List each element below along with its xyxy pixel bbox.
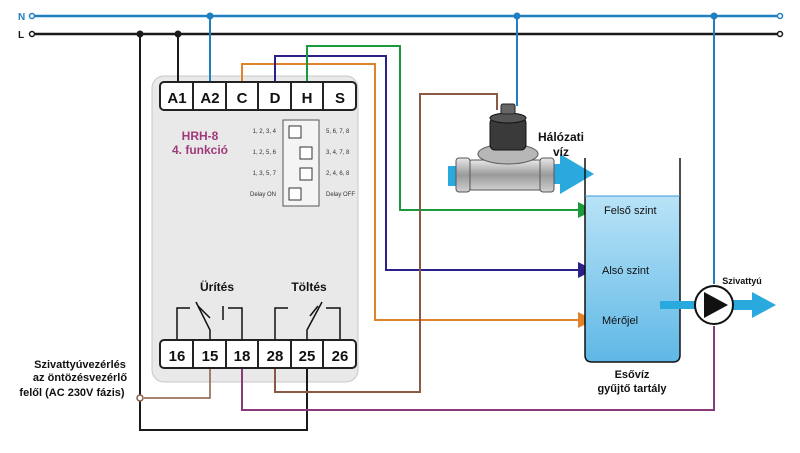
water-outlet-arrow: [548, 154, 594, 194]
terminal-26[interactable]: 26: [332, 348, 349, 365]
relay-filling-label: Töltés: [291, 280, 327, 294]
dip-right-4: Delay OFF: [326, 192, 355, 198]
terminal-c[interactable]: C: [237, 82, 259, 110]
tank-caption-line1: Esővíz: [615, 369, 650, 381]
dip-left-2: 1, 2, 5, 6: [253, 150, 277, 156]
dip-left-4: Delay ON: [250, 192, 276, 198]
dip-right-3: 2, 4, 6, 8: [326, 171, 350, 177]
line-bus: L: [18, 30, 784, 41]
wire-pump-18: [241, 326, 715, 411]
relay-device-body: [151, 75, 359, 383]
dip-switch-2[interactable]: [299, 146, 313, 160]
valve-label-line2: víz: [553, 145, 569, 159]
wire-controller-15: [144, 368, 211, 399]
relay-emptying-contact: [176, 301, 243, 340]
pump-outlet-arrow: [732, 292, 776, 318]
dip-switch-3[interactable]: [299, 167, 313, 181]
terminal-a2[interactable]: A2: [200, 82, 227, 110]
dip-right-2: 3, 4, 7, 8: [326, 150, 350, 156]
device-function: 4. funkció: [172, 143, 228, 157]
pump-label: Szivattyú: [722, 276, 762, 286]
controller-note-line3: felől (AC 230V fázis): [19, 387, 124, 399]
terminal-25[interactable]: 25: [299, 348, 316, 365]
terminal-a1[interactable]: A1: [167, 82, 194, 110]
device-model: HRH-8: [182, 129, 219, 143]
dip-right-1: 5, 6, 7, 8: [326, 129, 350, 135]
controller-note-line2: az öntözésvezérlő: [33, 372, 127, 384]
bottom-terminal-block: 16 15 18 28 25 26: [159, 339, 357, 369]
terminal-s[interactable]: S: [335, 90, 345, 107]
terminal-d[interactable]: D: [270, 82, 292, 110]
controller-note-line1: Szivattyúvezérlés: [34, 359, 126, 371]
terminal-s-label: S: [335, 90, 345, 107]
neutral-bus: N: [18, 12, 784, 23]
terminal-h[interactable]: H: [302, 82, 324, 110]
rainwater-tank: [584, 158, 681, 363]
tank-reference: Mérőjel: [602, 315, 638, 327]
terminal-a1-label: A1: [167, 90, 186, 107]
terminal-d-label: D: [270, 90, 281, 107]
tank-lower-level: Alsó szint: [602, 265, 649, 277]
tank-caption-line2: gyűjtő tartály: [597, 383, 667, 395]
controller-note: Szivattyúvezérlés az öntözésvezérlő felő…: [19, 359, 127, 399]
dip-switch-1[interactable]: [288, 125, 302, 139]
terminal-18[interactable]: 18: [234, 348, 251, 365]
top-terminal-block: A1 A2 C D H S: [159, 81, 357, 111]
neutral-label: N: [18, 12, 25, 23]
terminal-16[interactable]: 16: [169, 348, 186, 365]
wire-upper-h: [306, 45, 594, 218]
relay-emptying-label: Ürítés: [200, 279, 234, 294]
wire-line-a1: [136, 30, 308, 431]
terminal-h-label: H: [302, 90, 313, 107]
wire-reference-c: [241, 63, 594, 328]
dip-switch-block: 1, 2, 3, 4 1, 2, 5, 6 1, 3, 5, 7 Delay O…: [250, 119, 355, 207]
dip-switch-4[interactable]: [288, 187, 302, 201]
wire-lower-d: [274, 55, 594, 278]
line-label: L: [18, 30, 24, 41]
relay-filling-contact: [274, 301, 341, 340]
pump-inlet-pipe: [660, 301, 696, 309]
terminal-c-label: C: [237, 90, 248, 107]
pump: [660, 285, 776, 325]
wire-valve-28: [274, 93, 498, 393]
wire-neutral-valve-pump: [513, 12, 718, 284]
terminal-a2-label: A2: [200, 90, 219, 107]
valve-label-line1: Hálózati: [538, 130, 584, 144]
solenoid-valve: [448, 103, 594, 194]
terminal-15[interactable]: 15: [202, 348, 219, 365]
tank-upper-level: Felső szint: [604, 205, 657, 217]
wire-neutral-a2: [206, 12, 214, 84]
dip-left-1: 1, 2, 3, 4: [253, 129, 277, 135]
dip-left-3: 1, 3, 5, 7: [253, 171, 277, 177]
terminal-28[interactable]: 28: [267, 348, 284, 365]
